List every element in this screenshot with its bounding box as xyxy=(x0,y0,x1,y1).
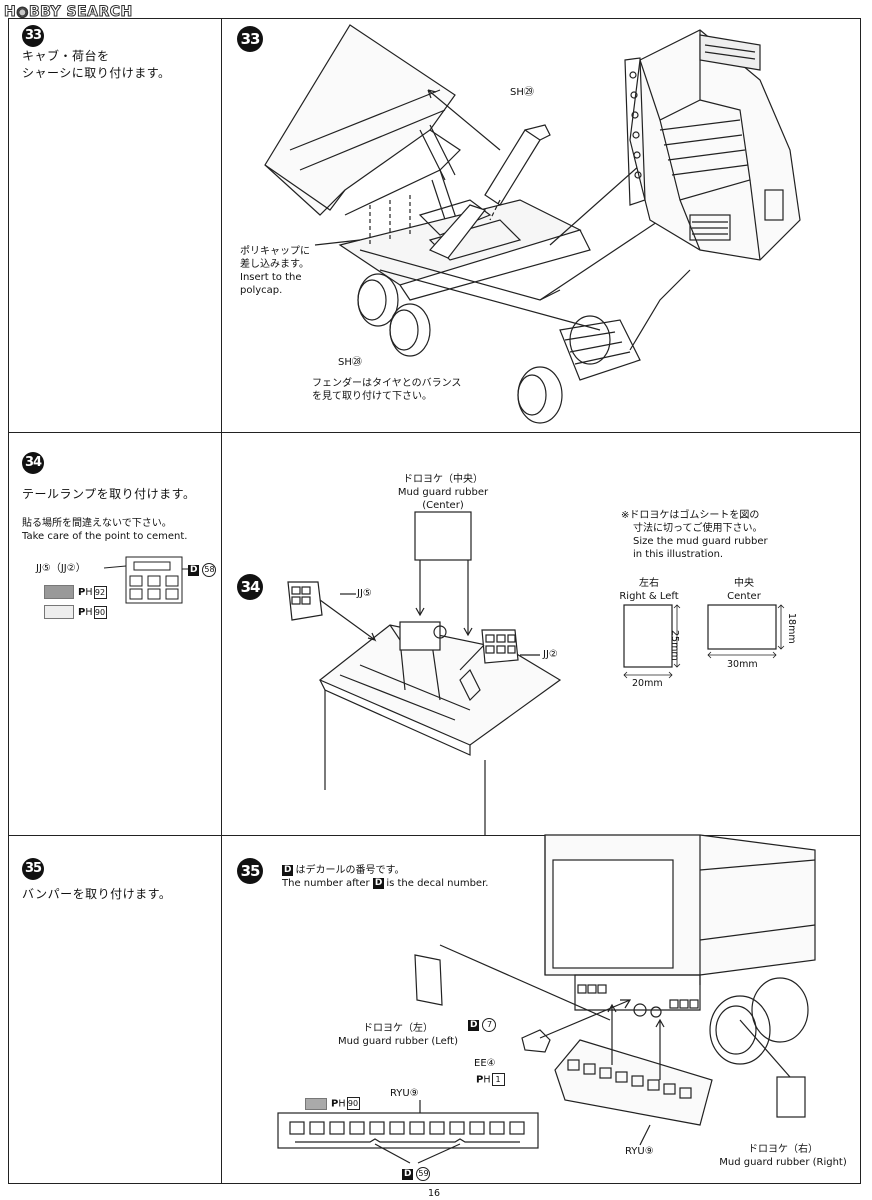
step-divider-1 xyxy=(8,432,861,433)
step-34-note: 貼る場所を間違えないで下さい。 Take care of the point t… xyxy=(22,518,188,542)
label-ryu9-bottom: RYU⑨ xyxy=(625,1146,654,1157)
step-34-instruction: テールランプを取り付けます。 xyxy=(22,487,196,501)
hobby-search-logo: H◉BBY SEARCH xyxy=(3,4,133,21)
size-note: ※ドロヨケはゴムシートを図の 寸法に切ってご使用下さい。 Size the mu… xyxy=(621,510,768,560)
label-mud-center: ドロヨケ（中央） Mud guard rubber (Center) xyxy=(397,474,489,511)
label-jj2: JJ② xyxy=(543,649,558,660)
step-33-instruction: キャブ・荷台を シャーシに取り付けます。 xyxy=(22,49,171,80)
label-left-right: 左右 Right & Left xyxy=(619,578,679,602)
step-number-33: 33 xyxy=(22,25,44,47)
label-sh28: SH㉘ xyxy=(338,357,362,368)
top-border xyxy=(8,18,861,19)
dim-20mm: 20mm xyxy=(632,678,663,689)
label-jj5: JJ⑤ xyxy=(357,588,372,599)
page-number: 16 xyxy=(428,1188,441,1199)
step-35-instruction: バンパーを取り付けます。 xyxy=(22,887,172,901)
step-33-diagram-number: 33 xyxy=(237,26,263,52)
label-center: 中央 Center xyxy=(727,578,761,602)
step-34-diagram-number: 34 xyxy=(237,574,263,600)
bottom-border xyxy=(8,1183,861,1184)
step-35-diagram-number: 35 xyxy=(237,858,263,884)
step-divider-2 xyxy=(8,835,861,836)
legend-jj-label: JJ⑤（JJ②） xyxy=(36,563,86,574)
step-number-34: 34 xyxy=(22,452,44,474)
label-fender-note: フェンダーはタイヤとのバランス を見て取り付けて下さい。 xyxy=(312,378,462,402)
label-polycap: ポリキャップに 差し込みます。 Insert to the polycap. xyxy=(240,246,310,296)
right-border xyxy=(860,18,861,1183)
label-mud-left: ドロヨケ（左） Mud guard rubber (Left) xyxy=(338,1023,458,1047)
label-sh29: SH㉙ xyxy=(510,87,534,98)
left-border xyxy=(8,18,9,1183)
label-ryu9-top: RYU⑨ xyxy=(390,1088,419,1099)
column-divider xyxy=(221,18,222,1183)
dim-30mm: 30mm xyxy=(727,659,758,670)
step-number-35: 35 xyxy=(22,858,44,880)
label-ee4: EE④ xyxy=(474,1058,496,1069)
label-mud-right: ドロヨケ（右） Mud guard rubber (Right) xyxy=(719,1144,847,1168)
